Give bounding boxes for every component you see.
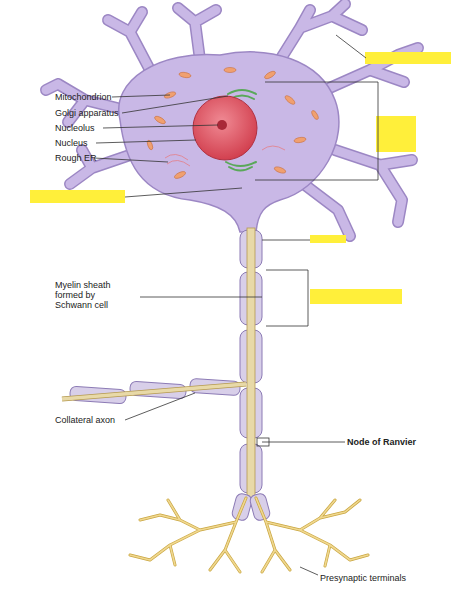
- blank-highlights: [30, 52, 451, 304]
- collateral-axon-drawing: [62, 378, 246, 404]
- nucleus: [193, 96, 257, 160]
- part-label: Golgi apparatus: [55, 108, 145, 118]
- part-label: Collateral axon: [55, 415, 145, 425]
- myelinated-axon: [240, 228, 262, 498]
- presynaptic-terminals-drawing: [130, 498, 368, 572]
- part-label: Node of Ranvier: [347, 437, 457, 447]
- nucleolus: [217, 120, 227, 130]
- mitochondria: [146, 68, 319, 180]
- cell-body: [119, 52, 339, 232]
- part-label: Rough ER: [55, 153, 145, 163]
- part-label: Presynaptic terminals: [320, 573, 450, 583]
- part-label: Myelin sheath formed by Schwann cell: [55, 280, 129, 310]
- part-label: Nucleolus: [55, 123, 145, 133]
- presynaptic-terminals-fill: [130, 498, 368, 572]
- leader-lines: [94, 35, 378, 575]
- part-label: Nucleus: [55, 138, 145, 148]
- part-label: Mitochondrion: [55, 92, 145, 102]
